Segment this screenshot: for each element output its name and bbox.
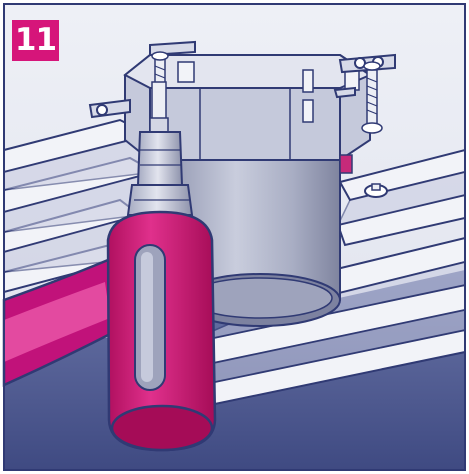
drill-bit bbox=[150, 82, 168, 132]
step-number-badge: 11 bbox=[12, 20, 59, 61]
